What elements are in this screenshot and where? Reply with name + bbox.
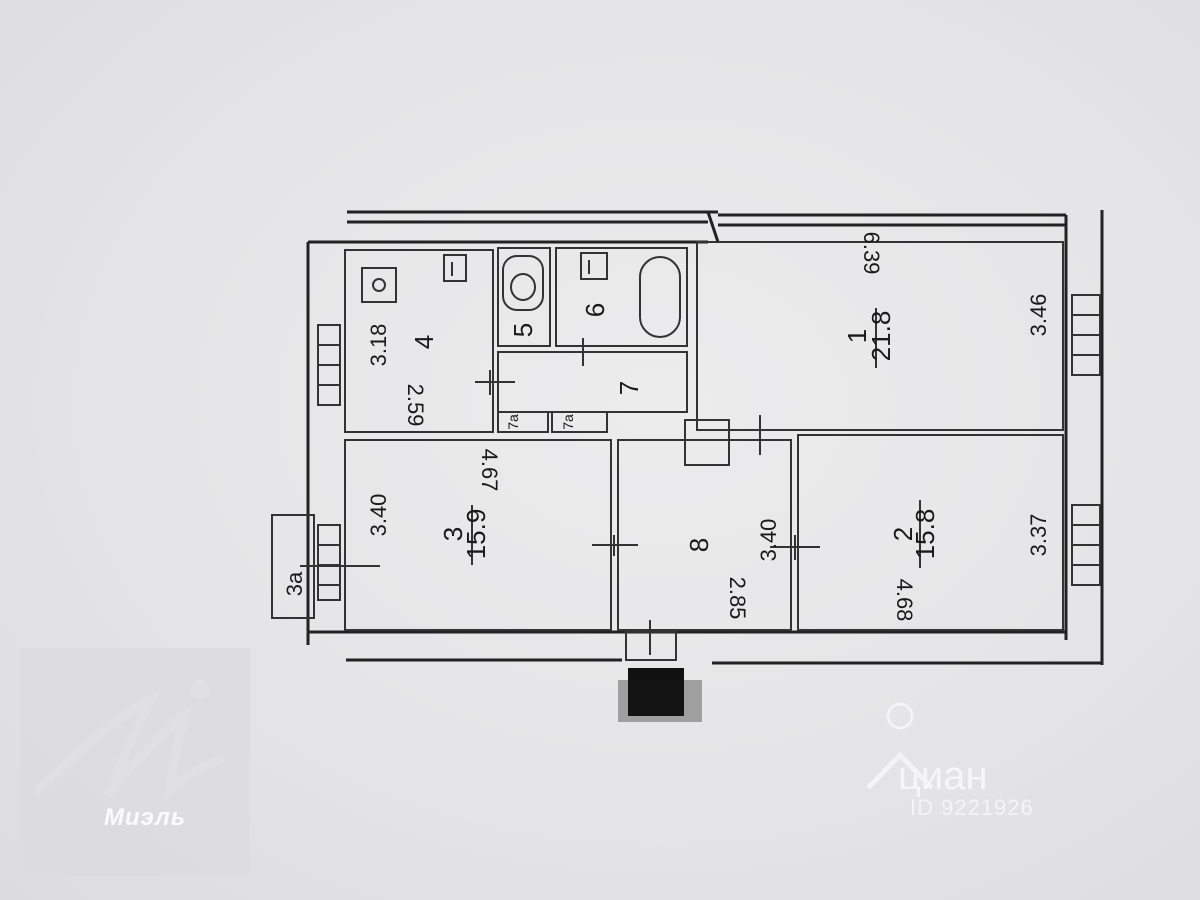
room-7-number: 7 [614,381,644,395]
room-2-dim-a: 4.68 [892,579,917,622]
entrance-mark [628,668,684,716]
room-8-dim-b: 3.40 [756,519,781,562]
door-marks [300,338,820,661]
room-3-dim-b: 3.40 [366,494,391,537]
room-3-area: 15.9 [461,509,491,560]
cian-logo-text: циан [898,754,988,798]
room-1-dim-b: 3.46 [1026,294,1051,337]
location-pin-icon [866,702,934,790]
room-8-number: 8 [684,538,714,552]
room-5-number: 5 [508,323,538,337]
fixtures [361,252,681,338]
interior-walls [344,241,1064,631]
cian-listing-id: ID 9221926 [910,795,1034,820]
room-8-dim-a: 2.85 [725,577,750,620]
room-7a-left: 7a [505,414,521,430]
room-1-area: 21.8 [866,311,896,362]
windows [317,294,1101,601]
room-4-dim-a: 2.59 [403,384,428,427]
room-1-number: 1 [842,329,872,343]
room-3-dim-a: 4.67 [477,449,502,492]
room-4-number: 4 [409,335,439,349]
outer-walls [306,210,1104,665]
room-6-number: 6 [580,303,610,317]
room-2-area: 15.8 [910,509,940,560]
miel-logo-text: Миэль [104,804,187,831]
room-1-dim-a: 6.39 [859,232,884,275]
room-2-number: 2 [888,527,918,541]
balcony-label: 3a [282,571,307,596]
room-3-number: 3 [438,527,468,541]
room-4-dim-b: 3.18 [366,324,391,367]
room-7a-right: 7a [560,414,576,430]
miel-watermark [20,648,250,876]
room-2-dim-b: 3.37 [1026,514,1051,557]
